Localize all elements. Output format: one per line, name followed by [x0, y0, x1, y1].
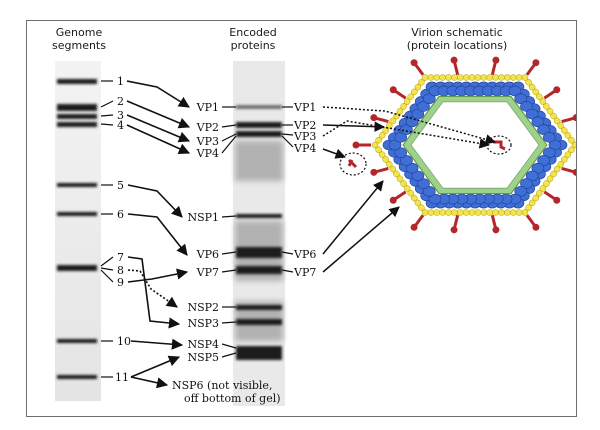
genome-band-1 — [57, 79, 97, 84]
protein-band-nsp3 — [236, 319, 282, 325]
segment-label-7: 7 — [117, 251, 124, 264]
arrow-vp3-core — [322, 120, 491, 149]
protein-right-vp3: VP3 — [293, 130, 316, 143]
arrow-seg9-vp7 — [127, 268, 189, 283]
header-proteins: Encoded proteins — [229, 26, 276, 52]
protein-left-vp1: VP1 — [196, 101, 219, 114]
header-proteins-line1: Encoded — [229, 26, 276, 39]
protein-left-nsp2: NSP2 — [187, 301, 219, 314]
arrow-seg4-vp4 — [126, 124, 191, 154]
segment-label-6: 6 — [117, 208, 124, 221]
arrow-seg10-nsp4 — [130, 338, 184, 350]
protein-band-vp7 — [236, 266, 282, 274]
segment-labels: 1 2 3 4 5 6 7 8 9 10 11 — [100, 75, 131, 384]
header-virion-line2: (protein locations) — [407, 39, 508, 52]
vp7-outer-dots — [371, 74, 576, 216]
figure-frame: Genome segments Encoded proteins Virion … — [26, 20, 577, 417]
vp4-spikes — [352, 56, 576, 234]
arrow-seg2-vp2 — [126, 100, 191, 129]
nsp6-note: NSP6 (not visible, off bottom of gel) — [172, 379, 281, 405]
protein-band-nsp5 — [236, 346, 282, 360]
protein-band-vp2 — [236, 122, 282, 128]
protein-left-vp6: VP6 — [196, 248, 219, 261]
protein-right-vp4: VP4 — [293, 142, 316, 155]
segment-label-2: 2 — [117, 95, 124, 108]
arrow-seg11-nsp5 — [130, 355, 181, 378]
protein-band-nsp2 — [236, 305, 282, 310]
genome-band-2 — [57, 104, 97, 111]
header-genome-line2: segments — [52, 39, 106, 52]
protein-band-vp6 — [236, 247, 282, 258]
header-proteins-line2: proteins — [231, 39, 276, 52]
segment-label-8: 8 — [117, 264, 124, 277]
genome-band-11 — [57, 375, 97, 379]
arrow-vp4-spike — [322, 148, 346, 159]
protein-gel — [233, 61, 285, 406]
virion-arrows — [322, 106, 497, 273]
nsp6-note-line1: NSP6 (not visible, — [172, 379, 272, 392]
header-genome: Genome segments — [52, 26, 106, 52]
genome-band-3 — [57, 114, 97, 119]
protein-right-vp7: VP7 — [293, 266, 316, 279]
arrow-seg11-nsp6 — [130, 376, 169, 389]
protein-left-vp4: VP4 — [196, 147, 219, 160]
nsp6-note-line2: off bottom of gel) — [184, 392, 281, 405]
genome-band-5 — [57, 183, 97, 187]
arrow-vp6-middle — [322, 180, 384, 255]
protein-left-vp3: VP3 — [196, 135, 219, 148]
protein-left-vp7: VP7 — [196, 266, 219, 279]
arrow-seg1-vp1 — [126, 80, 190, 108]
arrow-seg3-vp3 — [126, 114, 191, 143]
arrow-seg7-nsp3 — [127, 256, 181, 329]
genome-gel — [55, 61, 101, 401]
protein-band-vp3 — [236, 131, 282, 137]
genome-gel-lane — [55, 61, 101, 401]
header-genome-line1: Genome — [56, 26, 103, 39]
segment-label-9: 9 — [117, 276, 124, 289]
protein-right-vp2: VP2 — [293, 119, 316, 132]
protein-band-nsp1 — [236, 214, 282, 218]
header-virion-line1: Virion schematic — [411, 26, 503, 39]
segment-label-3: 3 — [117, 109, 124, 122]
arrow-vp2-core — [322, 121, 386, 132]
protein-right-vp6: VP6 — [293, 248, 316, 261]
protein-left-nsp4: NSP4 — [187, 338, 219, 351]
genome-band-4 — [57, 122, 97, 127]
protein-left-nsp1: NSP1 — [187, 211, 219, 224]
protein-left-nsp5: NSP5 — [187, 351, 219, 364]
protein-right-vp1: VP1 — [293, 101, 316, 114]
segment-label-10: 10 — [117, 335, 131, 348]
segment-label-5: 5 — [117, 179, 124, 192]
segment-protein-arrows — [126, 80, 191, 389]
protein-right-leaders — [281, 106, 294, 273]
genome-band-7-8-9 — [57, 265, 97, 271]
protein-left-leaders — [221, 106, 237, 358]
arrow-seg6-vp6 — [127, 213, 188, 256]
header-virion: Virion schematic (protein locations) — [407, 26, 508, 52]
vp4-callout-marker — [339, 152, 367, 176]
arrow-seg8-nsp2 — [127, 269, 178, 308]
segment-label-11: 11 — [115, 371, 129, 384]
genome-band-6 — [57, 212, 97, 216]
protein-labels-left: VP1 VP2 VP3 VP4 NSP1 VP6 VP7 NSP2 NSP3 N… — [187, 101, 219, 364]
segment-label-1: 1 — [117, 75, 124, 88]
protein-labels-right: VP1 VP2 VP3 VP4 VP6 VP7 — [293, 101, 316, 279]
protein-left-nsp3: NSP3 — [187, 317, 219, 330]
vp6-middle-beads — [382, 81, 568, 209]
arrow-seg5-nsp1 — [127, 184, 183, 218]
protein-band-vp1 — [236, 105, 282, 109]
genome-band-10 — [57, 339, 97, 343]
arrow-vp7-outer — [322, 206, 400, 273]
segment-label-4: 4 — [117, 119, 124, 132]
protein-left-vp2: VP2 — [196, 121, 219, 134]
rotavirus-figure: Genome segments Encoded proteins Virion … — [52, 26, 576, 406]
virion-schematic — [339, 56, 576, 234]
core-interior — [410, 101, 540, 189]
arrow-vp1-core — [322, 106, 497, 145]
